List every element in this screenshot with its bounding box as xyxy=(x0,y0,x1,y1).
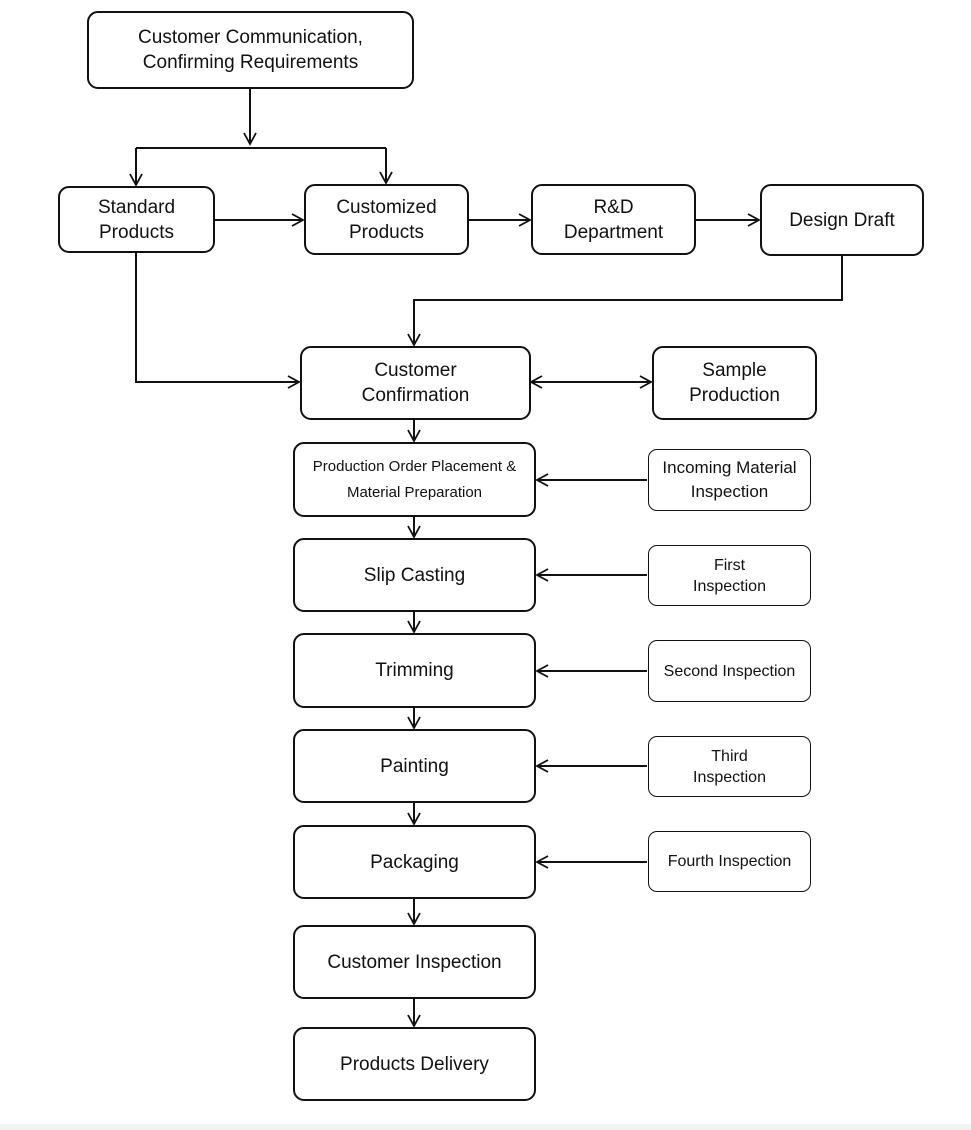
node-sample-production: Sample Production xyxy=(652,346,817,420)
node-customer-confirmation: Customer Confirmation xyxy=(300,346,531,420)
node-painting: Painting xyxy=(293,729,536,803)
node-trimming: Trimming xyxy=(293,633,536,708)
node-customized-products: Customized Products xyxy=(304,184,469,255)
node-incoming-material-inspection: Incoming Material Inspection xyxy=(648,449,811,511)
node-rd-department: R&D Department xyxy=(531,184,696,255)
node-fourth-inspection: Fourth Inspection xyxy=(648,831,811,892)
node-slip-casting: Slip Casting xyxy=(293,538,536,612)
bottom-strip xyxy=(0,1124,971,1130)
node-third-inspection: Third Inspection xyxy=(648,736,811,797)
node-customer-communication: Customer Communication, Confirming Requi… xyxy=(87,11,414,89)
node-second-inspection: Second Inspection xyxy=(648,640,811,702)
node-customer-inspection: Customer Inspection xyxy=(293,925,536,999)
arrow-standard-to-confirmation xyxy=(135,253,301,389)
arrow-draft-to-confirmation xyxy=(407,256,843,347)
node-products-delivery: Products Delivery xyxy=(293,1027,536,1101)
node-packaging: Packaging xyxy=(293,825,536,899)
node-first-inspection: First Inspection xyxy=(648,545,811,606)
node-production-order: Production Order Placement & Material Pr… xyxy=(293,442,536,517)
node-standard-products: Standard Products xyxy=(58,186,215,253)
node-design-draft: Design Draft xyxy=(760,184,924,256)
